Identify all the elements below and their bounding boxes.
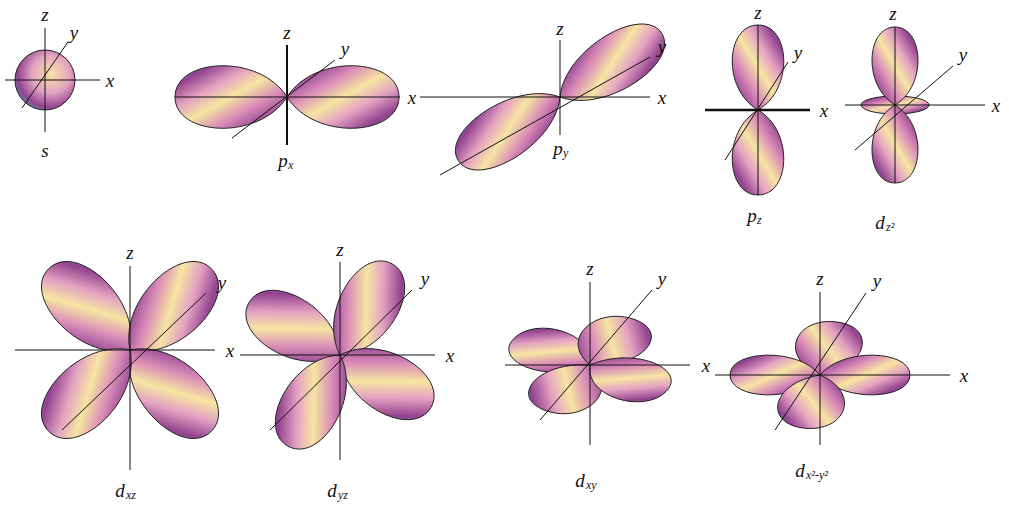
axis-line <box>232 60 335 138</box>
axis-line <box>820 292 821 445</box>
axis-label: z <box>754 3 761 22</box>
axis-label: y <box>658 269 666 288</box>
axis-label: z <box>816 269 823 288</box>
axis-label: y <box>873 271 881 290</box>
axis-line <box>5 80 100 81</box>
orbital-name: s <box>41 141 48 160</box>
axis-label: x <box>960 366 968 385</box>
orbital-name: d <box>795 461 805 480</box>
axis-label: y <box>218 273 226 292</box>
orbital-lobe <box>108 328 234 454</box>
orbital-lobe <box>772 372 853 432</box>
axis-label: x <box>446 346 454 365</box>
axis-label: y <box>658 37 666 56</box>
axis-line <box>560 40 561 135</box>
axis-label: y <box>70 23 78 42</box>
axis-line <box>270 290 412 430</box>
orbital-shape <box>234 249 445 460</box>
axis-label: z <box>126 243 133 262</box>
axis-label: x <box>408 88 416 107</box>
axis-label: z <box>41 5 48 24</box>
axis-line <box>15 350 215 351</box>
axis-label: z <box>586 259 593 278</box>
orbital-subscript: yz <box>338 489 348 501</box>
axis-label: y <box>959 45 967 64</box>
axis-line <box>286 45 288 145</box>
axis-label: z <box>283 23 290 42</box>
orbital-name: p <box>747 206 757 225</box>
axis-label: z <box>336 240 343 259</box>
axis-line <box>45 28 46 132</box>
axis-label: y <box>794 43 802 62</box>
orbital-lobe <box>262 340 365 460</box>
axis-label: x <box>702 356 710 375</box>
axis-label: x <box>992 96 1000 115</box>
orbital-lobe <box>573 347 684 410</box>
axis-label: x <box>658 88 666 107</box>
axis-line <box>22 42 68 108</box>
orbital-subscript: x²-y² <box>806 469 828 481</box>
axis-line <box>505 365 690 366</box>
orbital-subscript: z <box>757 214 762 226</box>
axis-line <box>895 27 896 183</box>
axis-line <box>440 57 650 175</box>
orbital-name: p <box>553 139 563 158</box>
axis-label: x <box>106 71 114 90</box>
orbital-lobe <box>444 74 575 184</box>
axis-label: y <box>341 39 349 58</box>
axis-label: y <box>421 269 429 288</box>
orbital-lobe <box>27 328 153 454</box>
orbital-subscript: y <box>563 147 568 159</box>
orbital-subscript: x <box>288 159 293 171</box>
orbital-name: d <box>115 481 125 500</box>
axis-label: z <box>556 19 563 38</box>
axis-line <box>725 62 788 160</box>
axis-line <box>420 97 650 98</box>
orbital-subscript: xy <box>586 479 597 491</box>
orbital-subscript: z² <box>886 221 894 233</box>
axis-label: z <box>889 4 896 23</box>
orbital-name: d <box>575 471 585 490</box>
orbital-lobe <box>545 10 676 120</box>
axis-line <box>845 105 985 106</box>
orbital-subscript: xz <box>126 489 136 501</box>
axis-line <box>775 293 866 430</box>
axis-label: x <box>820 101 828 120</box>
axis-line <box>62 293 206 430</box>
axis-line <box>240 355 435 356</box>
axis-line <box>715 375 950 376</box>
axis-line <box>540 290 652 420</box>
orbital-name: d <box>875 213 885 232</box>
axis-line <box>855 66 953 150</box>
axis-line <box>590 282 591 445</box>
orbital-name: d <box>327 481 337 500</box>
axis-label: x <box>226 341 234 360</box>
orbital-name: p <box>278 151 288 170</box>
axis-line <box>130 266 131 470</box>
